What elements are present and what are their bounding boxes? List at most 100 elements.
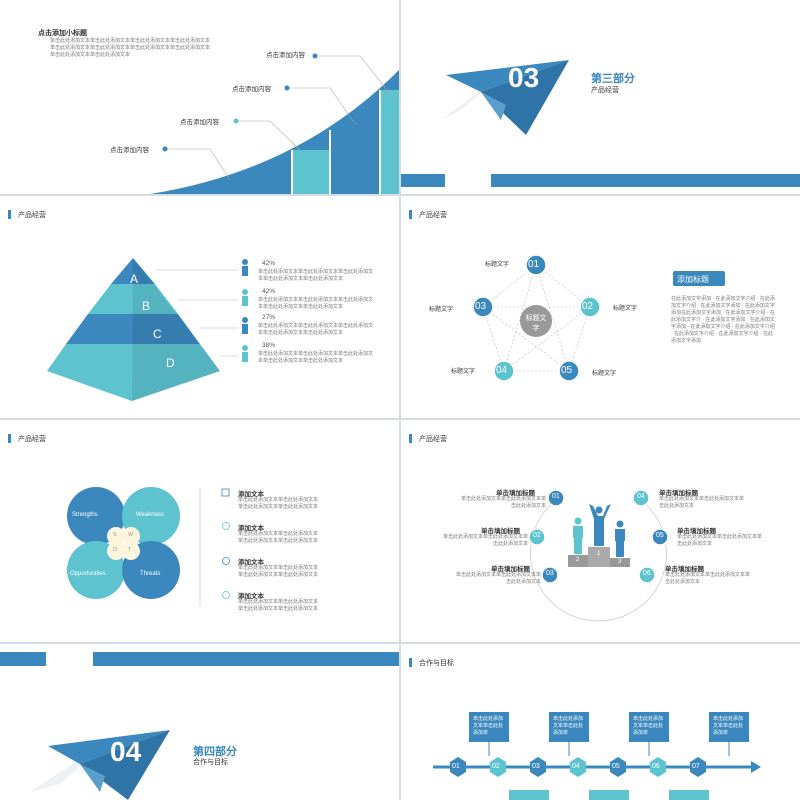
swot-weakness: Weakness (136, 512, 164, 518)
timeline-node-07: 07 (692, 763, 700, 770)
podium-graphic (528, 489, 669, 622)
section-four-subtitle: 合作与目标 (193, 759, 228, 766)
timeline-node-02: 02 (492, 763, 500, 770)
timeline-node-05: 05 (612, 763, 620, 770)
percent-b: 42% (262, 288, 276, 295)
swot-item-4-desc: 单击此处添加文本单击此处添加文本单击此处添加文本单击此处添加文本 (238, 599, 319, 612)
section-four-title: 第四部分 (193, 746, 237, 758)
slide1-subtitle: 点击添加小标题 (38, 30, 87, 37)
podium-left-desc-2: 单击此处添加文本单击此处添加文本单击此处添加文本 (443, 534, 529, 547)
swot-threats: Threats (140, 571, 161, 577)
pyramid-letter-b: B (142, 299, 151, 313)
podium-node-05: 05 (656, 532, 664, 539)
growth-curve-graphic (150, 53, 399, 194)
paper-plane-graphic (401, 60, 800, 187)
swot-item-3-desc: 单击此处添加文本单击此处添加文本单击此处添加文本单击此处添加文本 (238, 565, 319, 578)
star-label-5: 标题文字 (592, 371, 617, 377)
swot-letter-w: W (128, 532, 134, 538)
podium-right-title-1: 单击填加标题 (659, 490, 698, 497)
timeline-node-03: 03 (532, 763, 540, 770)
desc-b: 单击此处添加文本单击此处添加文本单击此处添加文本单击此处添加文本单击此处添加文本 (258, 297, 374, 310)
slide-pyramid[interactable]: 产品经营 A B C D 42% 单击此处添加文本单击此处添加文本单击此处添加文… (0, 196, 399, 418)
podium-left-title-3: 单击填加标题 (491, 566, 530, 573)
swot-item-2-desc: 单击此处添加文本单击此处添加文本单击此处添加文本单击此处添加文本 (238, 531, 319, 544)
swot-letter-s: S (113, 532, 117, 538)
pyramid-letter-d: D (166, 356, 175, 370)
slide4-title: 产品经营 (409, 210, 447, 219)
swot-item-2-title: 添加文本 (238, 525, 264, 532)
percent-c: 27% (262, 314, 276, 321)
star-label-1: 标题文字 (485, 262, 510, 268)
star-label-4: 标题文字 (451, 369, 476, 375)
timeline-box-1: 单击此处添加文本单击此处添加单 (473, 716, 504, 736)
slide5-title: 产品经营 (8, 434, 46, 443)
timeline-box-4: 单击此处添加文本单击此处添加单 (713, 716, 744, 736)
podium-left-title-1: 单击填加标题 (496, 490, 535, 497)
section-four-number: 04 (110, 736, 142, 767)
paper-plane-graphic-2 (0, 652, 399, 800)
star-center-label: 标题文字 (525, 315, 547, 332)
section-three-number: 03 (508, 62, 540, 93)
slide3-title: 产品经营 (8, 210, 46, 219)
growth-label-3: 点击添加内容 (180, 119, 219, 126)
podium-node-02: 02 (533, 532, 541, 539)
podium-place-3: 3 (618, 559, 622, 565)
podium-right-desc-2: 单击此处添加文本单击此处添加文本单击此处添加文本 (677, 534, 763, 547)
percent-d: 38% (262, 342, 276, 349)
slide-timeline[interactable]: 合作与目标 单击此处添加文本单击此处添加单 单击此处添加文本单击此处添加单 (401, 644, 800, 800)
swot-item-1-title: 添加文本 (238, 491, 264, 498)
podium-left-desc-1: 单击此处添加文本单击此处添加文本单击此处添加文本 (461, 496, 547, 509)
timeline-box-2: 单击此处添加文本单击此处添加单 (553, 716, 584, 736)
podium-place-1: 1 (597, 551, 601, 557)
timeline-box-3: 单击此处添加文本单击此处添加单 (633, 716, 664, 736)
podium-place-2: 2 (576, 557, 580, 563)
star-heading: 添加标题 (677, 275, 709, 284)
growth-label-2: 点击添加内容 (232, 86, 271, 93)
star-node-02: 02 (582, 301, 594, 312)
desc-c: 单击此处添加文本单击此处添加文本单击此处添加文本单击此处添加文本单击此处添加文本 (258, 323, 374, 336)
slide8-title: 合作与目标 (409, 658, 454, 667)
podium-node-04: 04 (637, 493, 645, 500)
percent-a: 42% (262, 260, 276, 267)
slide-section-three[interactable]: 03 第三部分 产品经营 (401, 0, 800, 194)
podium-node-01: 01 (552, 493, 560, 500)
timeline-graphic (433, 712, 761, 800)
swot-graphic (67, 487, 230, 606)
section-three-subtitle: 产品经营 (591, 87, 619, 94)
desc-d: 单击此处添加文本单击此处添加文本单击此处添加文本单击此处添加文本单击此处添加文本 (258, 351, 374, 364)
pyramid-letter-a: A (130, 272, 139, 286)
podium-right-desc-1: 单击此处添加文本单击此处添加文本单击此处添加文本 (659, 496, 745, 509)
podium-node-06: 06 (643, 570, 651, 577)
swot-letter-t: T (128, 547, 132, 553)
slide-section-four[interactable]: 04 第四部分 合作与目标 (0, 644, 399, 800)
timeline-node-06: 06 (652, 763, 660, 770)
slide6-title: 产品经营 (409, 434, 447, 443)
slide-swot[interactable]: 产品经营 Strengths Weakness Opportunities Th… (0, 420, 399, 642)
swot-item-4-title: 添加文本 (238, 593, 264, 600)
podium-right-title-3: 单击填加标题 (665, 566, 704, 573)
pyramid-letter-c: C (153, 327, 162, 341)
podium-right-title-2: 单击填加标题 (677, 528, 716, 535)
podium-left-title-2: 单击填加标题 (481, 528, 520, 535)
pyramid-graphic (47, 258, 248, 401)
growth-label-4: 点击添加内容 (110, 147, 149, 154)
star-node-04: 04 (496, 365, 508, 376)
slide-star-diagram[interactable]: 产品经营 标题文字 01 02 03 04 05 标题文字 标题文字 标题文字 … (401, 196, 800, 418)
star-label-2: 标题文字 (613, 306, 638, 312)
slide1-body: 单击此处添加文本单击此处添加文本单击此处添加文本单击此处添加文本单击此处添加文本… (50, 38, 211, 58)
podium-node-03: 03 (546, 570, 554, 577)
star-body: 在此添加文字添加 · 在此添加文字介绍 · 在此添加文字介绍 · 在此添加文字添… (671, 296, 775, 344)
podium-right-desc-3: 单击此处添加文本单击此处添加文本单击此处添加文本 (665, 572, 751, 585)
swot-item-3-title: 添加文本 (238, 559, 264, 566)
swot-letter-o: O (113, 547, 118, 553)
swot-item-1-desc: 单击此处添加文本单击此处添加文本单击此处添加文本单击此处添加文本 (238, 497, 319, 510)
star-node-03: 03 (475, 301, 487, 312)
slide-podium[interactable]: 产品经营 01 02 03 04 05 06 2 1 3 单击填加标题 单击此处… (401, 420, 800, 642)
podium-left-desc-3: 单击此处添加文本单击此处添加文本单击此处添加文本 (456, 572, 542, 585)
section-three-title: 第三部分 (591, 73, 635, 85)
star-label-3: 标题文字 (429, 307, 454, 313)
star-node-01: 01 (528, 259, 540, 270)
slide-growth-chart[interactable]: 点击添加小标题 单击此处添加文本单击此处添加文本单击此处添加文本单击此处添加文本… (0, 0, 399, 194)
star-node-05: 05 (561, 365, 573, 376)
